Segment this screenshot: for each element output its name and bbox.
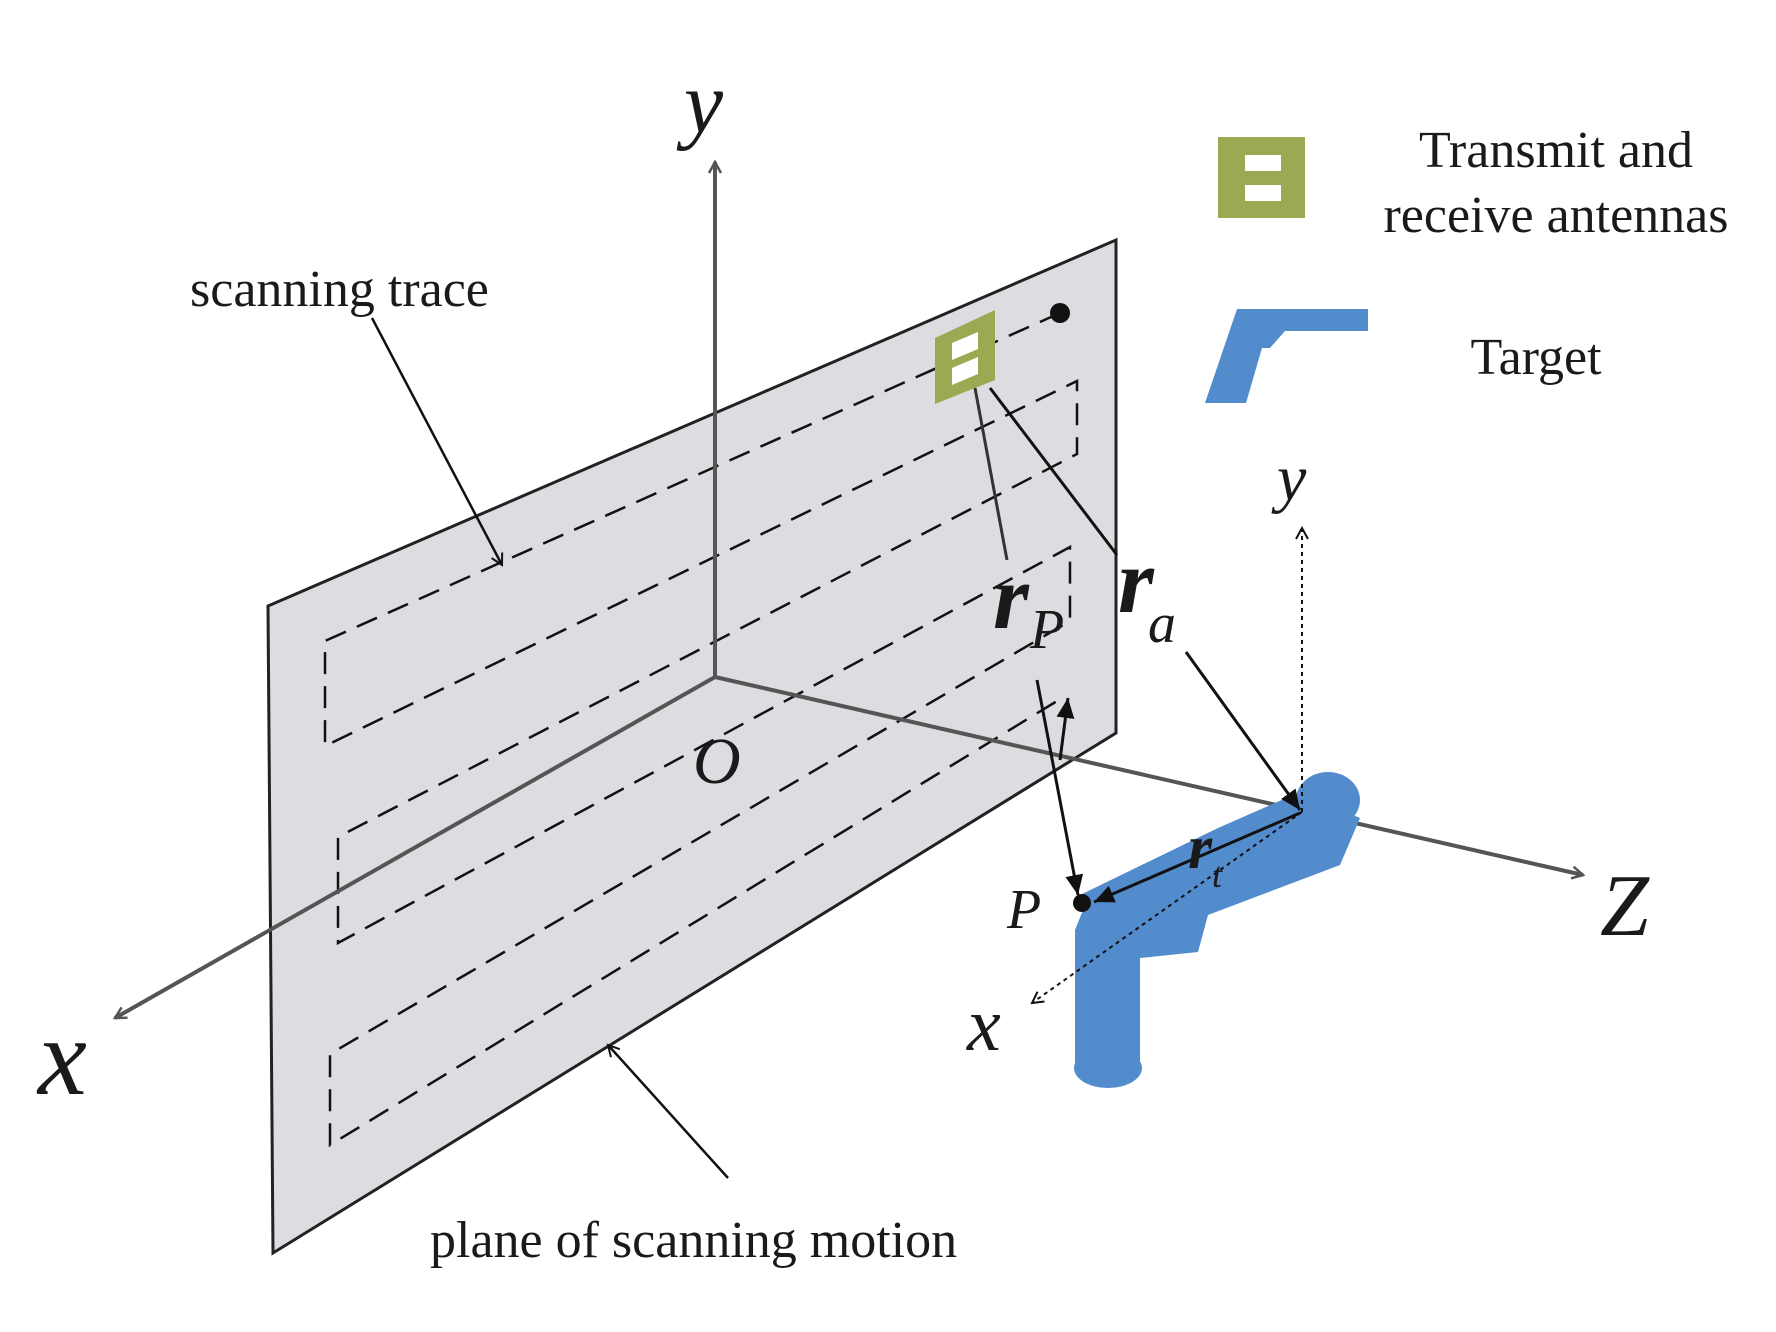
target-x-label: x <box>966 983 1001 1067</box>
target-y-label: y <box>1271 442 1307 515</box>
legend-antenna-line2: receive antennas <box>1383 187 1728 244</box>
point-p-label: P <box>1006 879 1041 941</box>
ra-label-main: r <box>1118 530 1155 632</box>
axis-x-label: x <box>36 996 87 1118</box>
axis-y-label: y <box>676 55 724 152</box>
antenna-on-plane <box>935 310 995 404</box>
legend-antenna-line1: Transmit and <box>1419 122 1693 179</box>
legend-antenna-icon <box>1218 137 1305 218</box>
scanning-trace-pointer <box>370 317 502 565</box>
target-gun <box>1074 772 1360 1088</box>
scanning-trace-label: scanning trace <box>190 261 489 318</box>
axis-z-line <box>714 675 1583 875</box>
plane-label: plane of scanning motion <box>430 1212 957 1269</box>
target-x-axis <box>1032 811 1303 1003</box>
scanning-plane <box>266 237 1118 1256</box>
axis-z-label: Z <box>1600 858 1650 955</box>
axis-x-line <box>115 675 716 1020</box>
rt-arrow <box>1093 811 1301 904</box>
legend-target-icon <box>1205 309 1368 403</box>
rp-arrow-up <box>1056 697 1075 761</box>
rp-label-sub: P <box>1029 599 1064 661</box>
plane-label-pointer <box>608 1045 729 1179</box>
origin-label: O <box>693 725 741 798</box>
trace-start-dot <box>1050 303 1070 323</box>
rp-label-main: r <box>993 546 1030 648</box>
legend: Transmit and receive antennas Target <box>1205 122 1729 403</box>
legend-target-label: Target <box>1470 329 1602 386</box>
rt-label-main: r <box>1188 814 1213 882</box>
point-p-dot <box>1073 894 1091 912</box>
antenna-line-ra <box>988 387 1119 556</box>
ra-arrow <box>1184 651 1302 811</box>
antenna-line-rp <box>973 387 1009 561</box>
rt-label-sub: t <box>1212 855 1223 895</box>
ra-label-sub: a <box>1148 593 1176 655</box>
rp-arrow-down <box>1035 679 1084 896</box>
